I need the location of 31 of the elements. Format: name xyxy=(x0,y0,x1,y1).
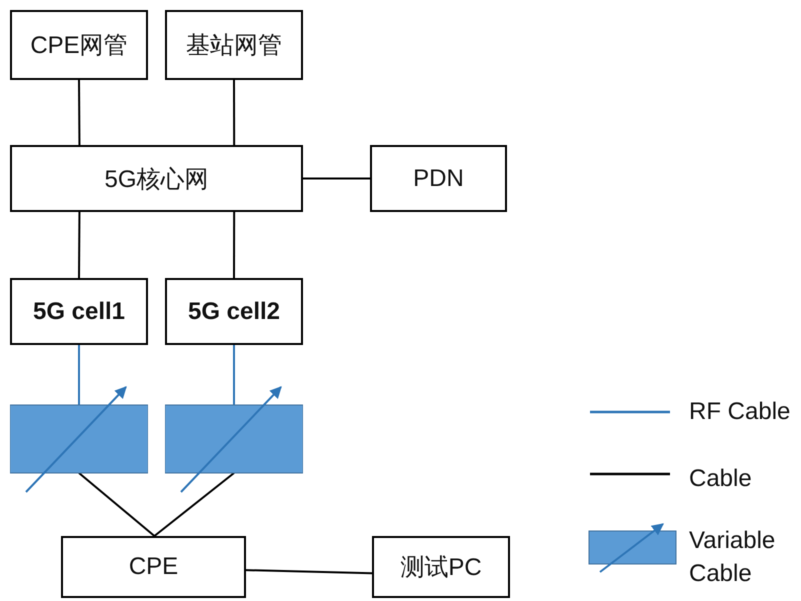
variable-attenuator-drawing xyxy=(10,385,148,493)
process-box xyxy=(10,278,148,345)
connector-line xyxy=(78,345,80,405)
legend-label: Cable xyxy=(689,464,753,494)
connector-line xyxy=(78,80,80,145)
node-label: 基站网管 xyxy=(186,31,282,61)
node-label: 5G cell2 xyxy=(188,298,280,326)
connector-line xyxy=(246,569,372,574)
connector-line xyxy=(233,80,236,145)
node-label: CPE xyxy=(128,553,178,581)
process-box xyxy=(10,145,303,212)
connector-line xyxy=(154,472,235,537)
connector-line xyxy=(78,212,80,278)
node-label: 5G核心网 xyxy=(104,164,208,194)
connector-line xyxy=(233,212,236,278)
node-label: 测试PC xyxy=(400,553,482,583)
connector-line xyxy=(303,178,370,180)
connector-line xyxy=(233,345,235,405)
connector-line xyxy=(78,472,156,537)
node-label: CPE网管 xyxy=(30,31,128,61)
node-label: PDN xyxy=(413,164,464,192)
legend-label: RF Cable xyxy=(689,397,792,427)
process-box xyxy=(370,145,507,212)
node-label: 5G cell1 xyxy=(32,298,126,326)
process-box xyxy=(61,536,246,598)
variable-attenuator-drawing xyxy=(165,385,303,493)
process-box xyxy=(372,536,510,598)
legend-label: Variable Cable xyxy=(689,526,776,589)
process-box xyxy=(165,10,303,80)
process-box xyxy=(10,10,148,80)
process-box xyxy=(165,278,303,345)
